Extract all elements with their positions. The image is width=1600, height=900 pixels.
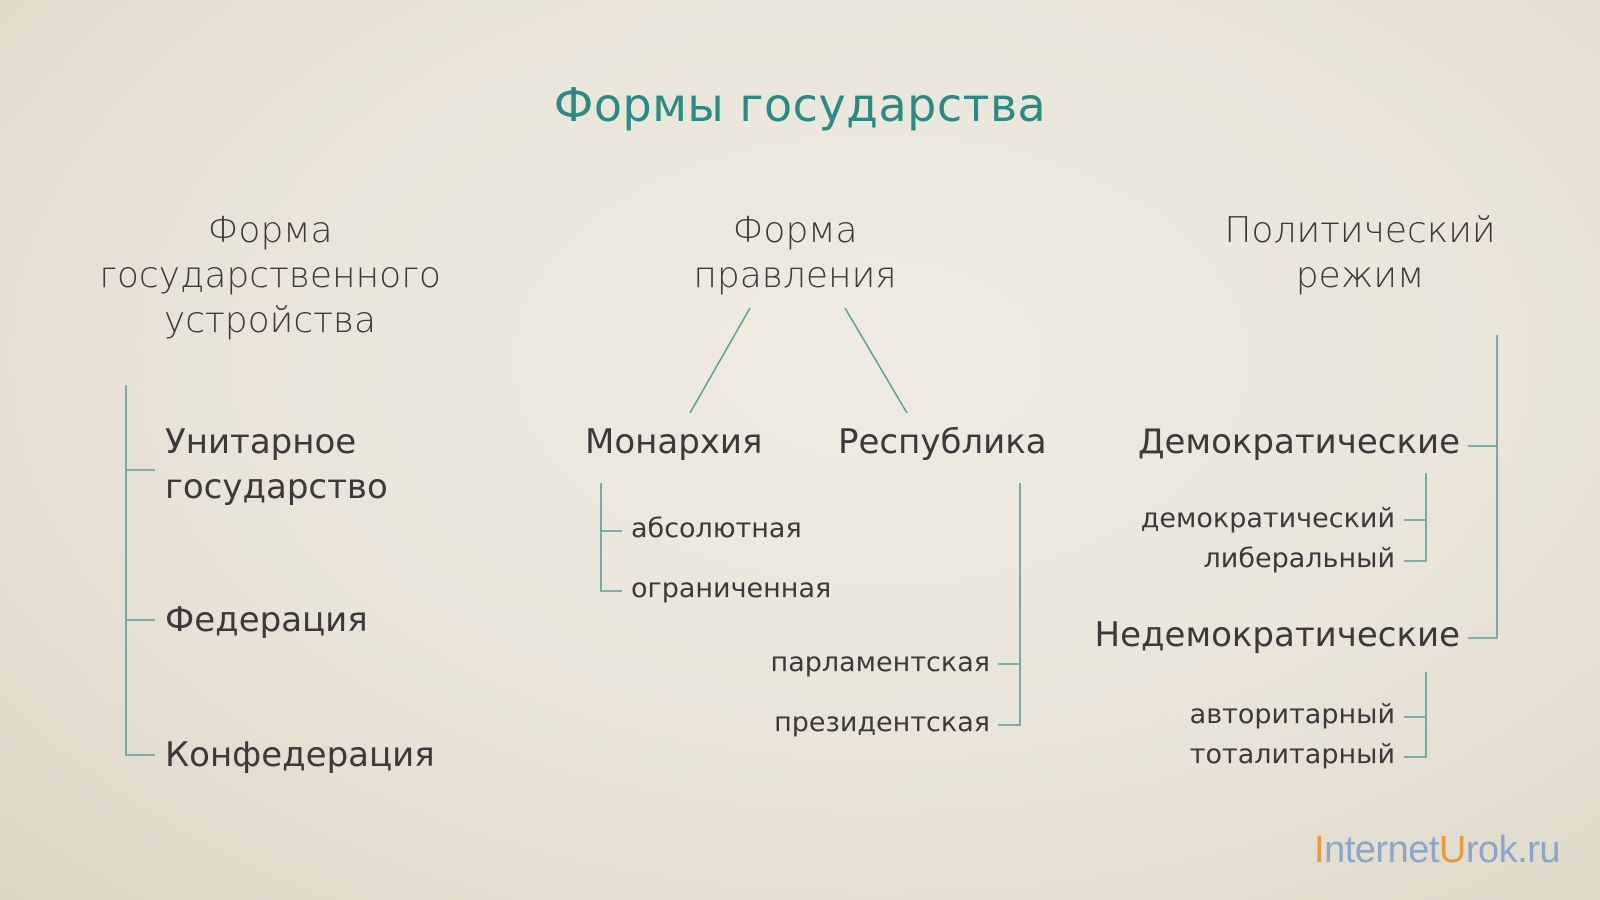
nondemocratic-type-1: авторитарный — [1189, 699, 1395, 730]
democratic-type-2: либеральный — [1203, 543, 1395, 574]
logo-part-1: I — [1314, 829, 1325, 871]
item-republic: Республика — [838, 422, 1047, 462]
page-title: Формы государства — [553, 78, 1047, 132]
heading-form-of-government: Форма правления — [645, 208, 945, 298]
item-unitary-state: Унитарное государство — [165, 422, 388, 507]
logo-part-2: nternet — [1324, 829, 1439, 871]
item-democratic: Демократические — [1137, 422, 1460, 462]
republic-type-parliamentary: парламентская — [770, 647, 990, 678]
heading-political-regime-line1: Политический — [1224, 210, 1496, 251]
democratic-type-1: демократический — [1140, 503, 1395, 534]
internet-urok-logo[interactable]: InternetUrok.ru — [1314, 829, 1560, 872]
republic-type-presidential: президентская — [774, 707, 990, 738]
logo-part-3: U — [1438, 829, 1466, 871]
democratic-bracket-line — [1404, 473, 1427, 562]
branch-monarchy-line — [689, 307, 751, 414]
heading-political-regime: Политический режим — [1190, 208, 1530, 298]
heading-state-structure-line3: устройства — [163, 300, 377, 341]
branch-republic-line — [844, 307, 908, 414]
item-federation: Федерация — [165, 600, 368, 640]
logo-part-4: rok.ru — [1465, 829, 1561, 871]
item-confederation: Конфедерация — [165, 735, 435, 775]
heading-state-structure-line1: Форма — [207, 210, 333, 251]
item-monarchy: Монархия — [585, 422, 763, 462]
nondemocratic-bracket-line — [1404, 672, 1427, 758]
monarchy-type-absolute: абсолютная — [631, 513, 802, 544]
monarchy-bracket-line — [600, 483, 622, 592]
heading-state-structure: Форма государственного устройства — [65, 208, 475, 343]
heading-form-of-government-line2: правления — [693, 255, 897, 296]
left-bracket-line — [125, 385, 155, 756]
item-nondemocratic: Недемократические — [1094, 615, 1460, 655]
heading-form-of-government-line1: Форма — [732, 210, 858, 251]
republic-bracket-line — [998, 483, 1021, 726]
heading-state-structure-line2: государственного — [99, 255, 441, 296]
heading-political-regime-line2: режим — [1295, 255, 1425, 296]
monarchy-type-limited: ограниченная — [631, 573, 832, 604]
regime-bracket-line — [1468, 335, 1498, 639]
nondemocratic-type-2: тоталитарный — [1189, 739, 1395, 770]
